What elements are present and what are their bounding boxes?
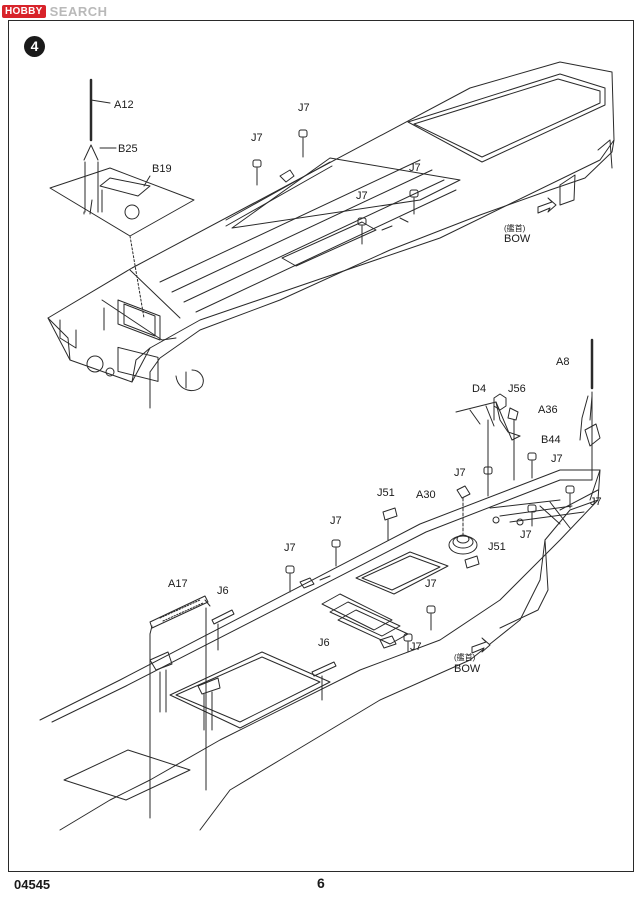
step-number-badge: 4	[24, 36, 45, 57]
label-J6-b: J6	[318, 637, 330, 649]
label-J7-lower-e: J7	[330, 515, 342, 527]
upper-part-labels: A12 B25 B19 J7 J7 J7 J7 (艦首) BOW	[114, 99, 531, 245]
label-J7-lower-b: J7	[551, 453, 563, 465]
label-J51-a: J51	[377, 487, 395, 499]
label-J7-lower-c: J7	[590, 496, 602, 508]
watermark-text: SEARCH	[49, 3, 108, 19]
label-J7-lower-g: J7	[425, 578, 437, 590]
label-A12: A12	[114, 99, 134, 111]
label-B25: B25	[118, 143, 138, 155]
hobbysearch-watermark: HOBBY SEARCH	[2, 2, 108, 20]
label-bow-upper: BOW	[504, 233, 531, 245]
instruction-frame	[8, 20, 634, 872]
label-J6-a: J6	[217, 585, 229, 597]
label-bow-jp-upper: (艦首)	[504, 223, 526, 233]
label-J7-lower-h: J7	[410, 641, 422, 653]
label-B19: B19	[152, 163, 172, 175]
label-A30: A30	[416, 489, 436, 501]
label-J7-lower-d: J7	[520, 529, 532, 541]
label-J7-lower-a: J7	[454, 467, 466, 479]
product-code: 04545	[14, 877, 51, 892]
label-J7-upper-b: J7	[298, 102, 310, 114]
label-bow-jp-lower: (艦首)	[454, 652, 476, 662]
watermark-badge: HOBBY	[2, 4, 46, 18]
lower-part-labels: A8 D4 J56 A36 B44 J7 J7 J7 J7 J51 A30 J5…	[168, 356, 602, 675]
label-J7-lower-f: J7	[284, 542, 296, 554]
label-J56: J56	[508, 383, 526, 395]
label-J7-upper-d: J7	[356, 190, 368, 202]
upper-hull-drawing	[47, 61, 615, 409]
label-A36: A36	[538, 404, 558, 416]
label-A8: A8	[556, 356, 569, 368]
page-number: 6	[317, 875, 325, 891]
label-B44: B44	[541, 434, 561, 446]
label-J7-upper-c: J7	[409, 162, 421, 174]
label-bow-lower: BOW	[454, 663, 481, 675]
lower-hull-drawing	[39, 338, 601, 831]
label-J51-b: J51	[488, 541, 506, 553]
label-D4: D4	[472, 383, 486, 395]
label-A17: A17	[168, 578, 188, 590]
label-J7-upper-a: J7	[251, 132, 263, 144]
